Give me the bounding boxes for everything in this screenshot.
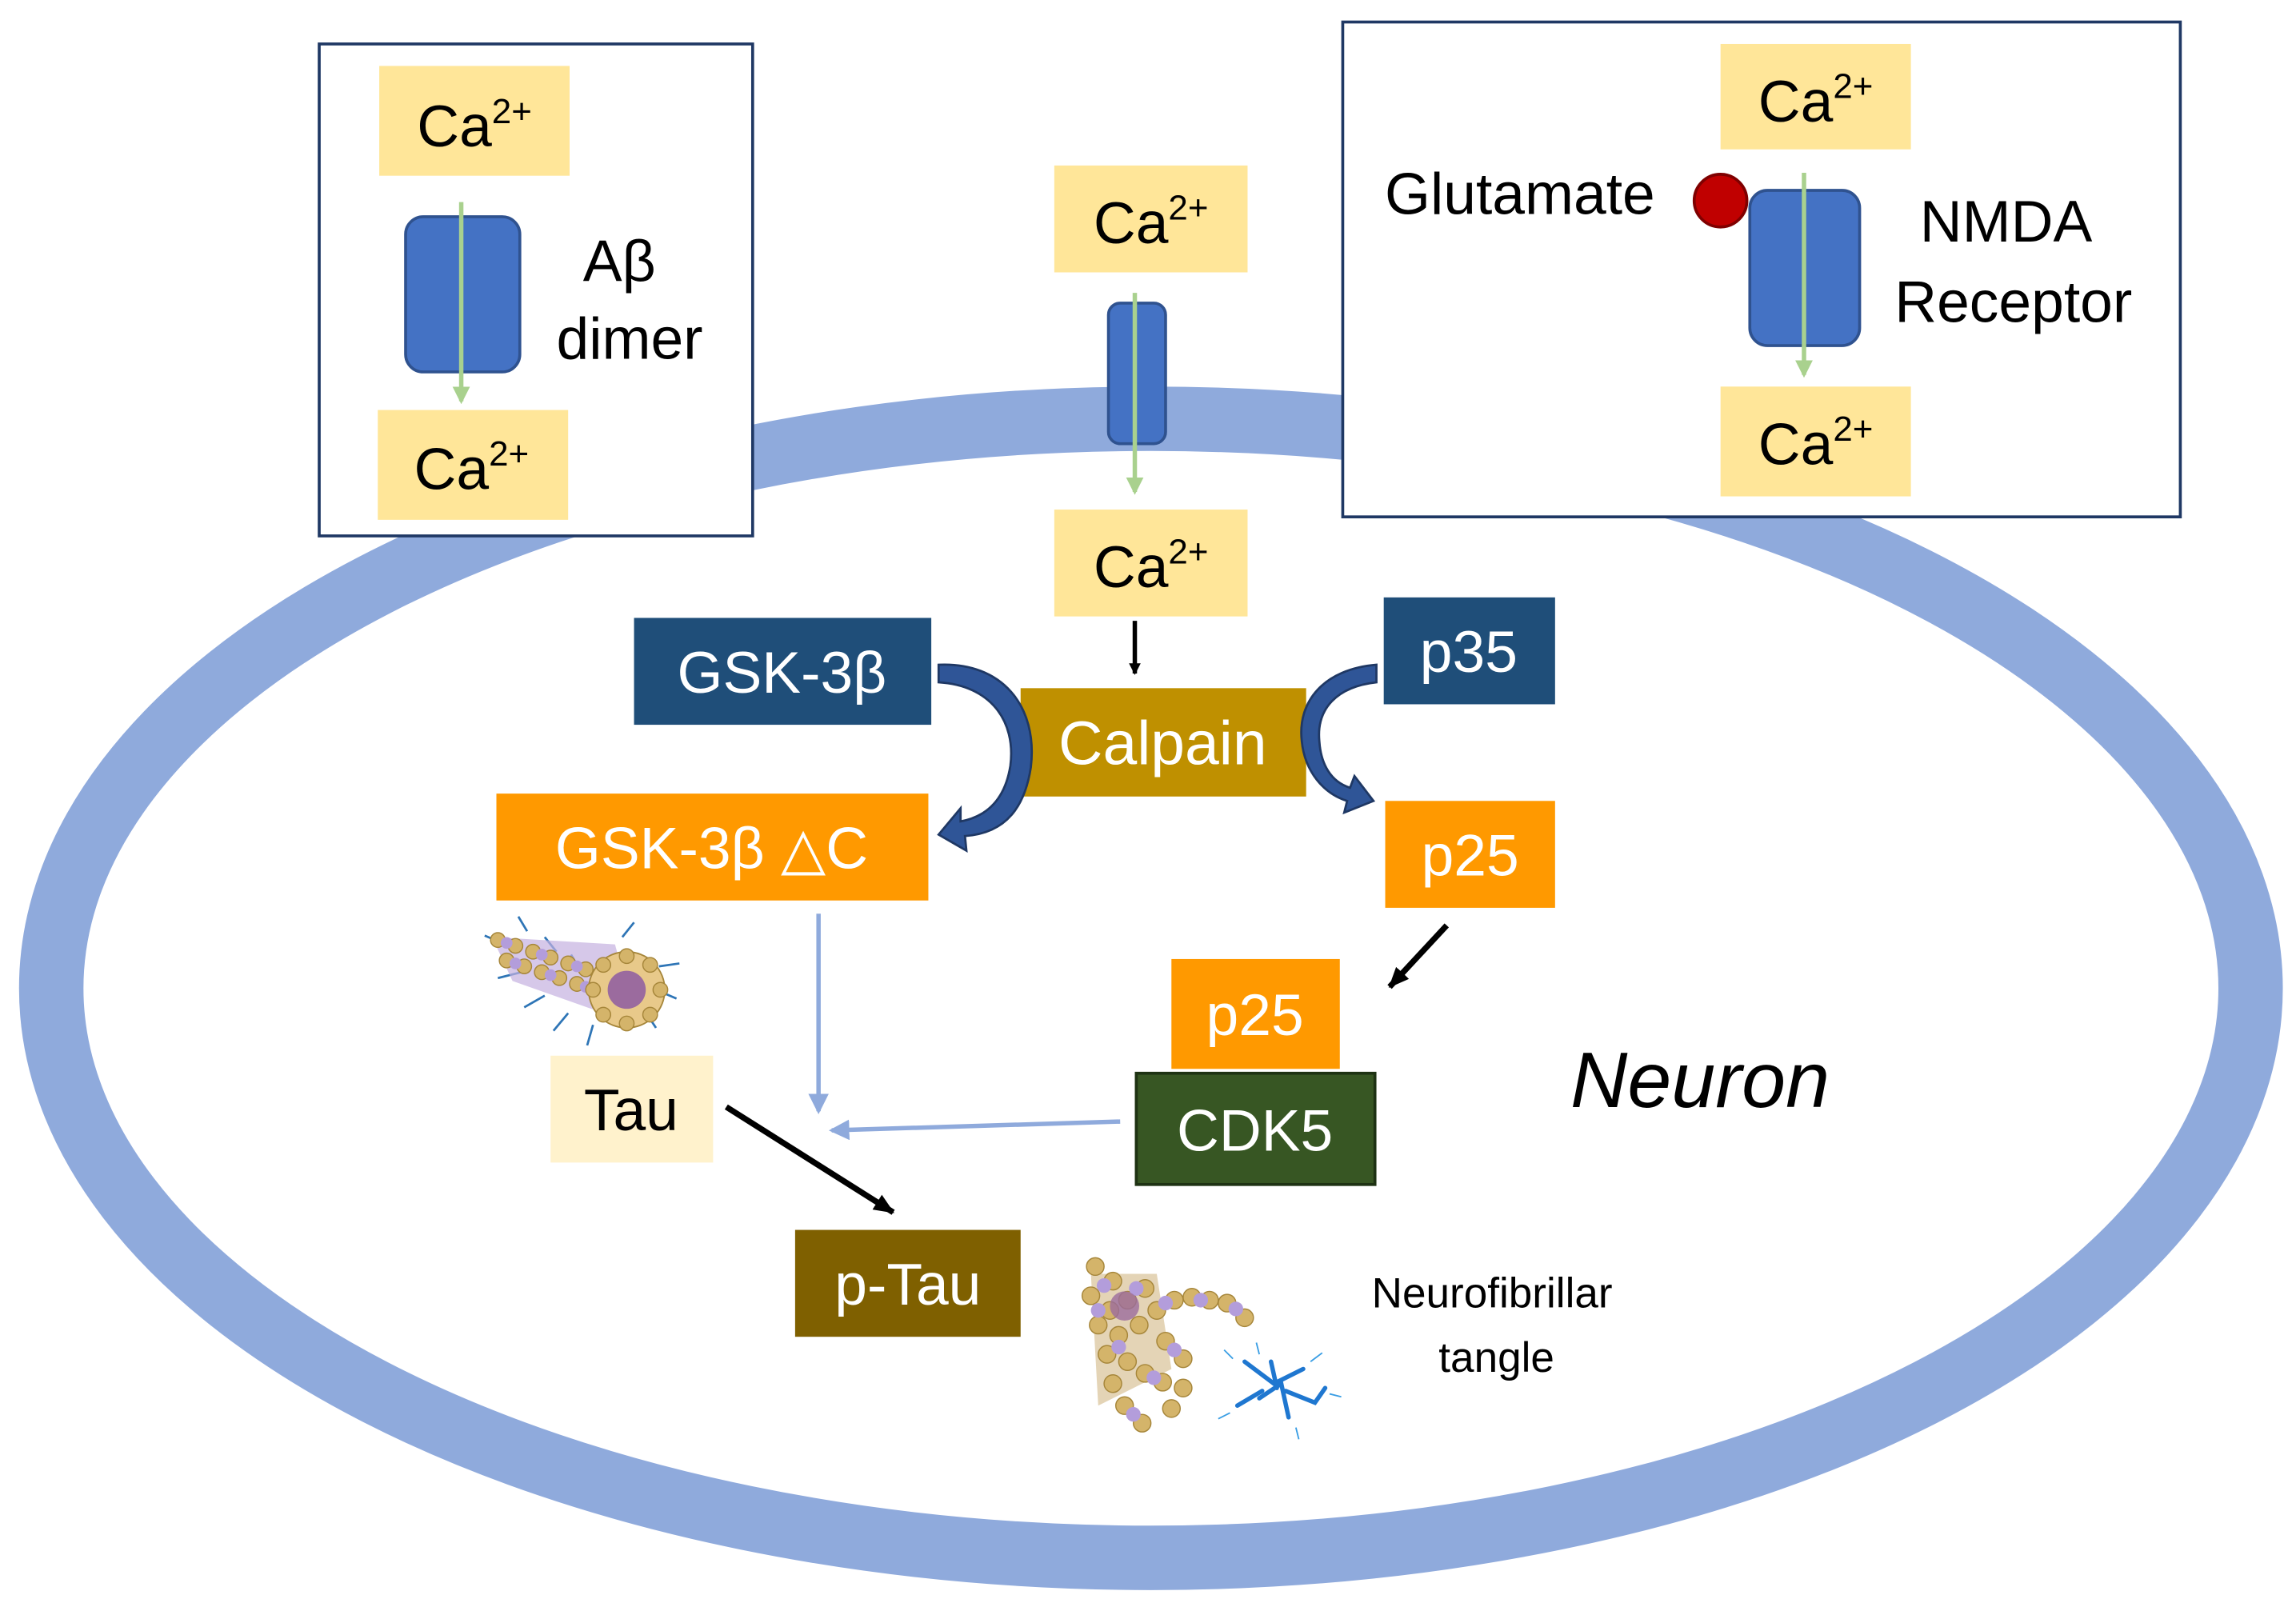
nmda-label: NMDA — [1920, 189, 2093, 254]
p35-cleavage-arrow — [1300, 663, 1378, 815]
ca-box-abeta-top — [379, 66, 570, 176]
ca-box-center-bottom — [1054, 510, 1248, 617]
p35-label: p35 — [1420, 619, 1518, 685]
ca-label-abeta-bottom: Ca2+ — [414, 434, 530, 502]
nft-label-line1: Neurofibrillar — [1372, 1270, 1613, 1317]
p25-complex-label: p25 — [1206, 982, 1304, 1048]
ca-box-center-top — [1054, 165, 1248, 273]
ca-label-nmda-top: Ca2+ — [1758, 67, 1874, 134]
receptor-label: Receptor — [1894, 270, 2132, 335]
nft-label-line2: tangle — [1438, 1334, 1554, 1381]
calpain-box — [1020, 688, 1306, 797]
ca-label-center-bottom: Ca2+ — [1094, 533, 1209, 600]
dimer-label: dimer — [557, 306, 703, 371]
gsk3b-label: GSK-3β — [678, 640, 887, 706]
cdk5-label: CDK5 — [1177, 1098, 1333, 1164]
glutamate-icon — [1692, 173, 1749, 229]
ca-label-center-top: Ca2+ — [1094, 189, 1209, 256]
p25-box — [1385, 801, 1555, 908]
tau-label: Tau — [584, 1077, 678, 1143]
microtubule-icon — [484, 916, 680, 1046]
ca-label-nmda-bottom: Ca2+ — [1758, 410, 1874, 477]
ca-box-abeta-bottom — [378, 410, 569, 520]
p35-box — [1383, 597, 1555, 705]
p25-label: p25 — [1422, 823, 1519, 889]
cdk5-box — [1134, 1071, 1377, 1186]
gsk3b-box — [634, 618, 932, 726]
ca-box-nmda-bottom — [1720, 386, 1911, 497]
ca-label-abeta-top: Ca2+ — [417, 92, 532, 159]
neurofibrillary-tangle-icon — [1081, 1257, 1342, 1440]
ptau-label: p-Tau — [834, 1252, 981, 1317]
gsk3b-dc-box — [496, 794, 929, 901]
cdk5-to-tau-arrow — [828, 1119, 1121, 1141]
calpain-label: Calpain — [1058, 710, 1267, 778]
abeta-label: Aβ — [583, 228, 656, 294]
ca-box-nmda-top — [1720, 43, 1911, 150]
gsk3b-dc-label: GSK-3β △C — [555, 815, 868, 881]
p25-complex-box — [1171, 958, 1340, 1069]
tau-to-ptau-arrow — [724, 1104, 895, 1215]
p25-to-complex-arrow — [1387, 923, 1450, 989]
gsk3b-cleavage-arrow — [937, 663, 1034, 853]
neuron-label: Neuron — [1570, 1036, 1830, 1124]
ptau-box — [794, 1229, 1021, 1337]
tau-box — [550, 1055, 714, 1163]
glutamate-label: Glutamate — [1385, 161, 1655, 226]
